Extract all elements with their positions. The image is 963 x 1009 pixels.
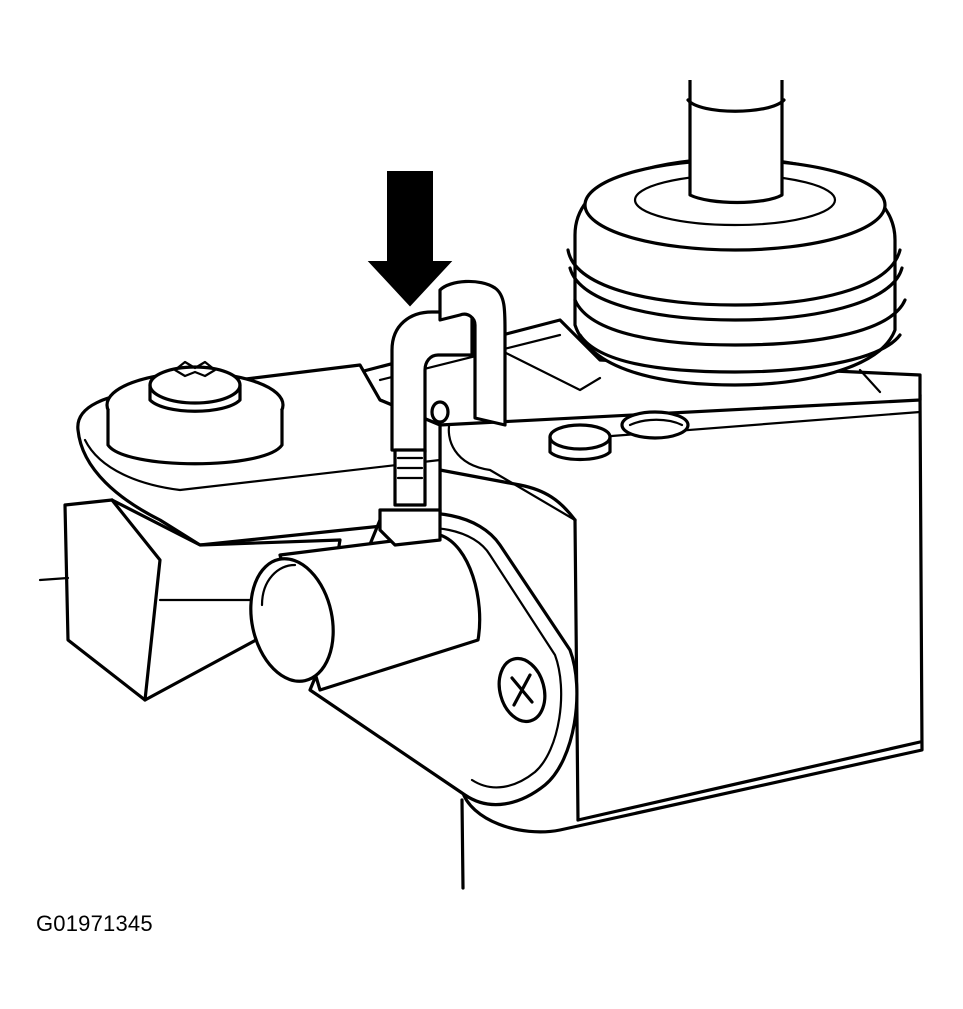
sensor-wire — [378, 279, 507, 547]
bolt-small-right — [620, 410, 690, 440]
phillips-screw-icon — [497, 656, 547, 724]
shaft — [686, 80, 786, 205]
figure-code: G01971345 — [36, 911, 153, 936]
torx-bolt-icon — [173, 360, 217, 378]
reservoir-cap — [566, 156, 907, 394]
connector-cylinder — [249, 533, 482, 692]
bolt-large — [105, 365, 285, 466]
down-arrow-icon — [367, 171, 453, 307]
bolt-small-left — [548, 423, 612, 462]
